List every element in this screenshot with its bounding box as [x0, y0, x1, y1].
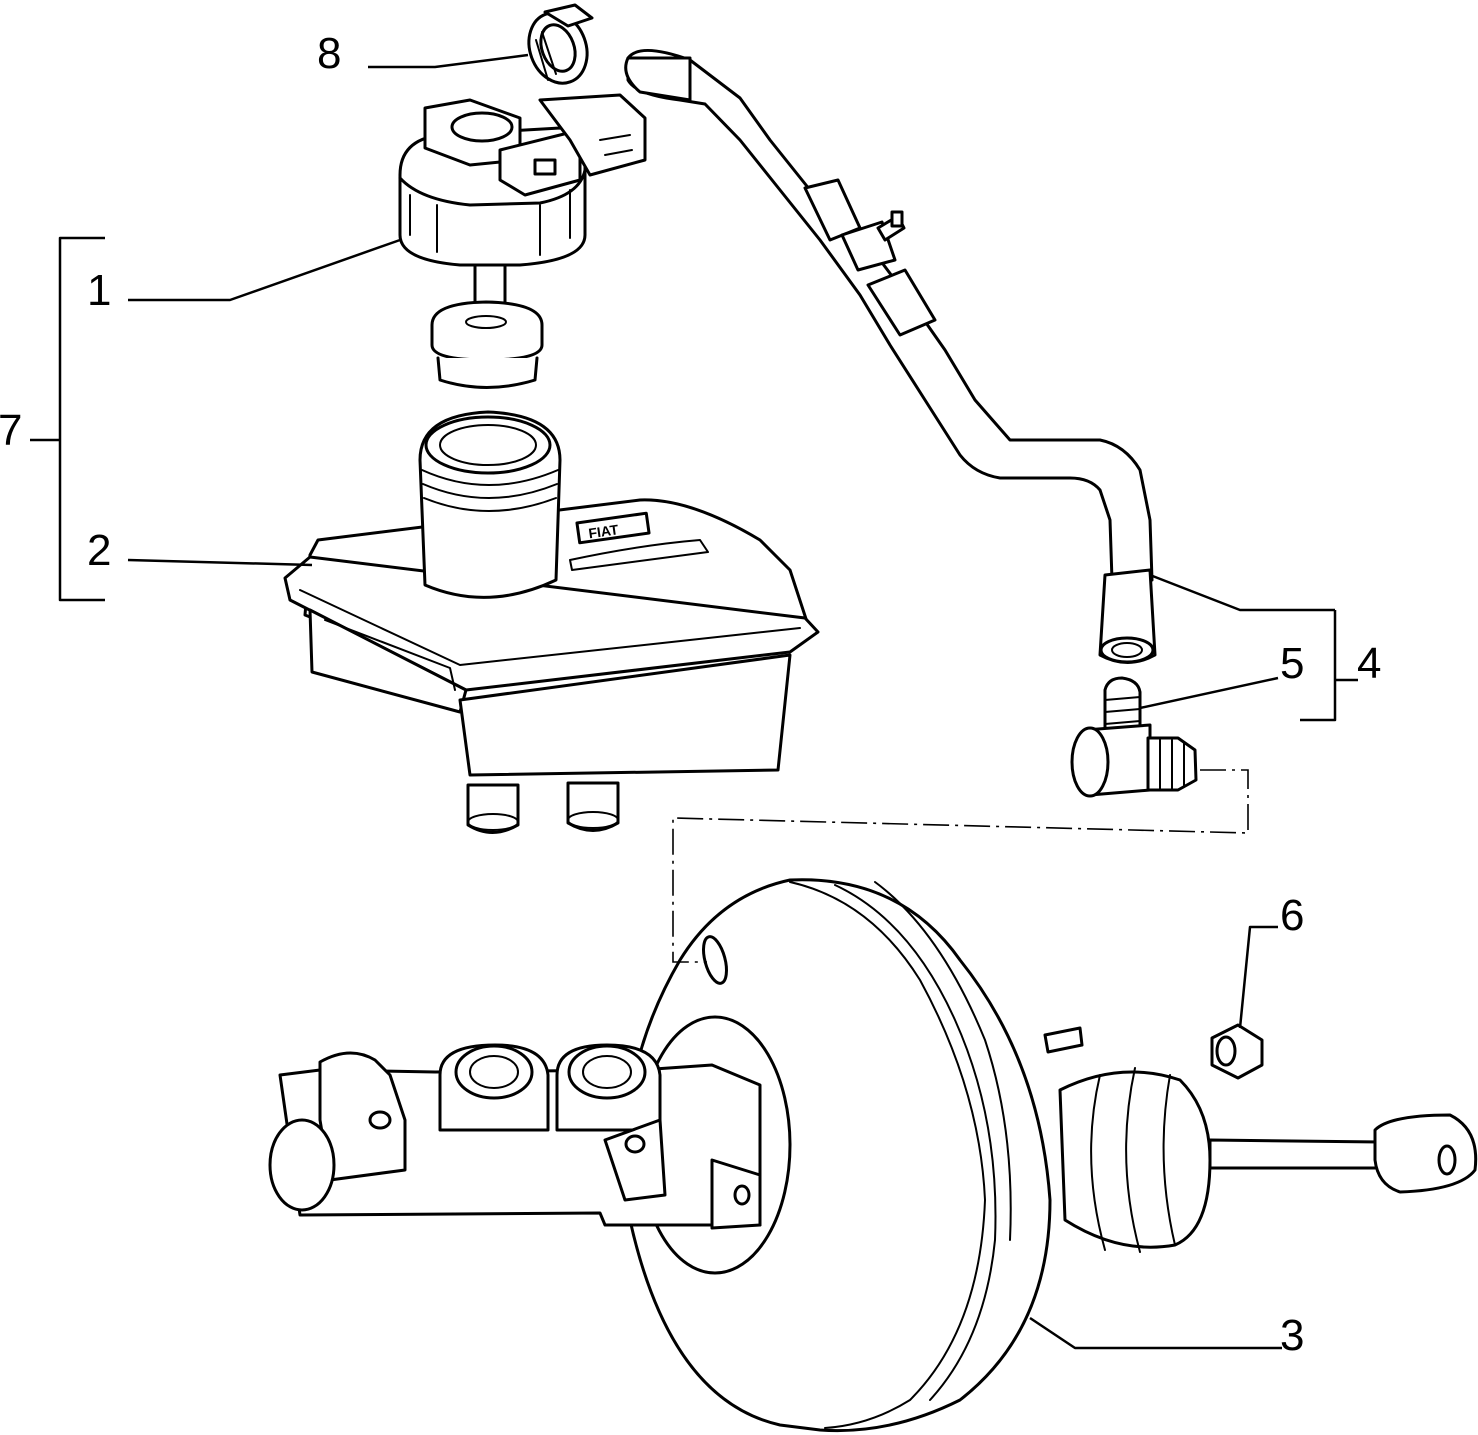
callout-8: 8 [317, 29, 341, 78]
leader-4-top [1149, 573, 1335, 612]
callout-1: 1 [87, 266, 111, 315]
hose-clamp-part [527, 3, 594, 85]
reservoir-cap-part [398, 93, 647, 389]
leader-lines [30, 53, 1358, 1350]
callout-4: 4 [1357, 639, 1381, 688]
bracket-4 [1300, 610, 1358, 722]
leader-2 [127, 558, 313, 567]
bracket-7 [30, 236, 105, 602]
callout-numbers: 8 1 7 2 5 4 6 3 [0, 29, 1381, 1360]
callout-2: 2 [87, 526, 111, 575]
callout-6: 6 [1280, 891, 1304, 940]
brake-booster-part [268, 878, 1478, 1433]
leader-1 [128, 238, 401, 302]
reservoir-mark-label: FIAT [587, 521, 619, 541]
leader-3 [1029, 1316, 1282, 1350]
nut-part [1210, 1023, 1264, 1080]
leader-8 [368, 53, 529, 69]
vacuum-hose-part [624, 48, 1157, 664]
reservoir-tank-part: FIAT [283, 410, 820, 834]
callout-7: 7 [0, 406, 22, 455]
link-line [672, 769, 1249, 963]
leader-5 [1139, 676, 1279, 710]
callout-3: 3 [1280, 1311, 1304, 1360]
callout-5: 5 [1280, 639, 1304, 688]
leader-6 [1238, 925, 1278, 1029]
elbow-fitting-part [1070, 676, 1198, 798]
